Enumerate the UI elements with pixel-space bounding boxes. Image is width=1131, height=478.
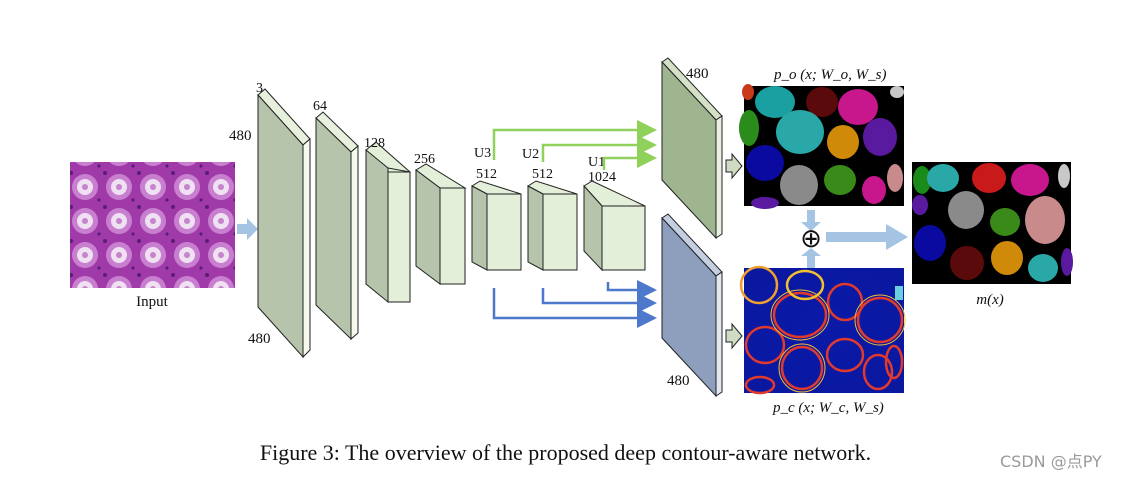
contour-map-formula: p_c (x; W_c, W_s) <box>772 400 884 416</box>
conv-block-6 <box>527 180 578 271</box>
conv-block-1-width: 480 <box>248 331 271 347</box>
conv-block-5-channels: 512 <box>476 167 497 182</box>
output-formula: m(x) <box>976 292 1003 308</box>
conv-block-1-channels: 3 <box>256 81 263 96</box>
conv-block-1 <box>257 88 311 359</box>
conv-block-1-height: 480 <box>229 128 252 144</box>
contour-branch-arrows <box>492 280 657 328</box>
conv-block-6-channels: 512 <box>532 167 553 182</box>
conv-block-3 <box>365 141 411 304</box>
conv-block-3-channels: 128 <box>364 136 385 151</box>
contour-branch-size: 480 <box>667 373 690 389</box>
object-map-formula: p_o (x; W_o, W_s) <box>773 67 886 83</box>
contour-map-arrow <box>725 322 743 350</box>
object-map-arrow <box>725 152 743 180</box>
figure-caption: Figure 3: The overview of the proposed d… <box>259 440 872 465</box>
object-branch-arrows <box>492 120 657 170</box>
input-label: Input <box>136 294 168 310</box>
branch-label-u1: U1 <box>588 155 605 170</box>
conv-block-2 <box>315 111 359 341</box>
fusion-operator: ⊕ <box>800 224 822 254</box>
object-probability-map <box>739 84 904 209</box>
object-branch-block <box>661 57 723 240</box>
object-branch-size: 480 <box>686 66 709 82</box>
conv-block-5 <box>471 180 522 271</box>
conv-block-2-channels: 64 <box>313 99 327 114</box>
output-segmentation-map <box>912 162 1073 284</box>
input-arrow <box>237 218 258 240</box>
fusion-arrows <box>801 210 908 268</box>
conv-block-4 <box>415 163 467 285</box>
input-image <box>70 162 235 288</box>
branch-label-u2: U2 <box>522 147 539 162</box>
watermark: CSDN @点PY <box>1000 452 1102 471</box>
conv-block-7-channels: 1024 <box>588 170 616 185</box>
contour-probability-map <box>739 265 906 395</box>
conv-block-7 <box>583 180 646 272</box>
conv-block-4-channels: 256 <box>414 152 435 167</box>
branch-label-u3: U3 <box>474 146 491 161</box>
contour-branch-block <box>661 213 723 398</box>
